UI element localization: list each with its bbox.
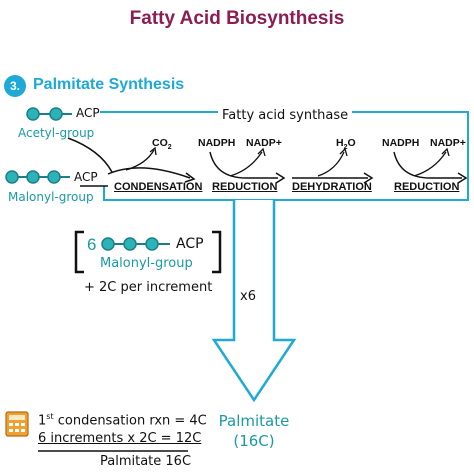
acetyl-group-label: Acetyl-group: [18, 126, 95, 140]
nadp-out-1: NADP+: [246, 137, 282, 149]
acetyl-beads: [26, 107, 72, 121]
big-down-arrow: [211, 200, 297, 403]
increment-beads: [101, 237, 170, 251]
step-reduction-1: REDUCTION: [212, 181, 278, 193]
nadph-in-2: NADPH: [382, 137, 420, 149]
step-dehydration: DEHYDRATION: [292, 181, 372, 193]
nadp-out-2: NADP+: [430, 137, 466, 149]
product-carbons: (16C): [233, 432, 275, 450]
increment-acp-label: ACP: [176, 236, 204, 252]
increment-note: + 2C per increment: [84, 280, 213, 295]
malonyl-group-label: Malonyl-group: [8, 190, 94, 204]
enzyme-label: Fatty acid synthase: [218, 108, 353, 123]
calc-line-1: 1st condensation rxn = 4C: [38, 412, 207, 429]
left-bracket: [74, 230, 84, 274]
step-reduction-2: REDUCTION: [394, 181, 460, 193]
step-number-badge: 3.: [4, 75, 26, 97]
acetyl-arrow: [67, 137, 113, 173]
calc-line-2: 6 increments x 2C = 12C: [38, 431, 202, 446]
increment-malonyl-label: Malonyl-group: [100, 256, 193, 271]
section-title: Palmitate Synthesis: [33, 76, 185, 93]
calc-line-3: Palmitate 16C: [100, 454, 192, 469]
repeat-count: x6: [240, 289, 256, 304]
nadph-in-1: NADPH: [198, 137, 236, 149]
malonyl-acp-label: ACP: [74, 170, 98, 184]
product-name: Palmitate: [218, 412, 290, 430]
page-title: Fatty Acid Biosynthesis: [129, 8, 345, 29]
malonyl-beads: [5, 170, 70, 184]
step-condensation: CONDENSATION: [114, 181, 203, 193]
h2o-product: H2O: [336, 137, 356, 152]
acetyl-acp-label: ACP: [76, 106, 100, 120]
right-bracket: [212, 230, 222, 274]
calculator-icon: [5, 411, 29, 437]
co2-product: CO2: [152, 137, 172, 152]
increment-count: 6: [87, 235, 97, 254]
